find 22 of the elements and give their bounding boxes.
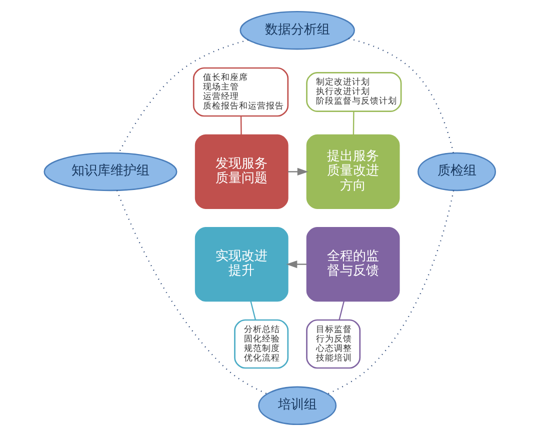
node-box: 提出服务质量改进方向 (306, 134, 400, 209)
node-box: 目标监督 行为反馈 心态调整 技能培训 (306, 319, 360, 369)
connector (352, 111, 354, 135)
connector (240, 116, 242, 135)
connector (338, 301, 344, 320)
connector (327, 190, 454, 394)
node-ellipse: 培训组 (258, 386, 336, 425)
arrow (288, 168, 308, 176)
node-box: 全程的监督与反馈 (306, 227, 400, 302)
connector (116, 190, 267, 394)
node-box: 值长和座席 现场主管 运营经理 质检报告和运营报告 (192, 67, 288, 117)
connector (118, 39, 248, 154)
node-box: 实现改进提升 (194, 227, 288, 302)
node-ellipse: 质检组 (417, 152, 496, 192)
connector (348, 38, 454, 154)
node-ellipse: 知识库维护组 (43, 152, 177, 192)
node-box: 制定改进计划 执行改进计划 阶段监督与反馈计划 (306, 72, 402, 112)
connector (250, 301, 256, 320)
node-ellipse: 数据分析组 (239, 11, 354, 50)
node-box: 发现服务质量问题 (194, 134, 288, 209)
node-box: 分析总结 固化经验 规范制度 优化流程 (234, 319, 288, 369)
arrow (286, 260, 306, 268)
